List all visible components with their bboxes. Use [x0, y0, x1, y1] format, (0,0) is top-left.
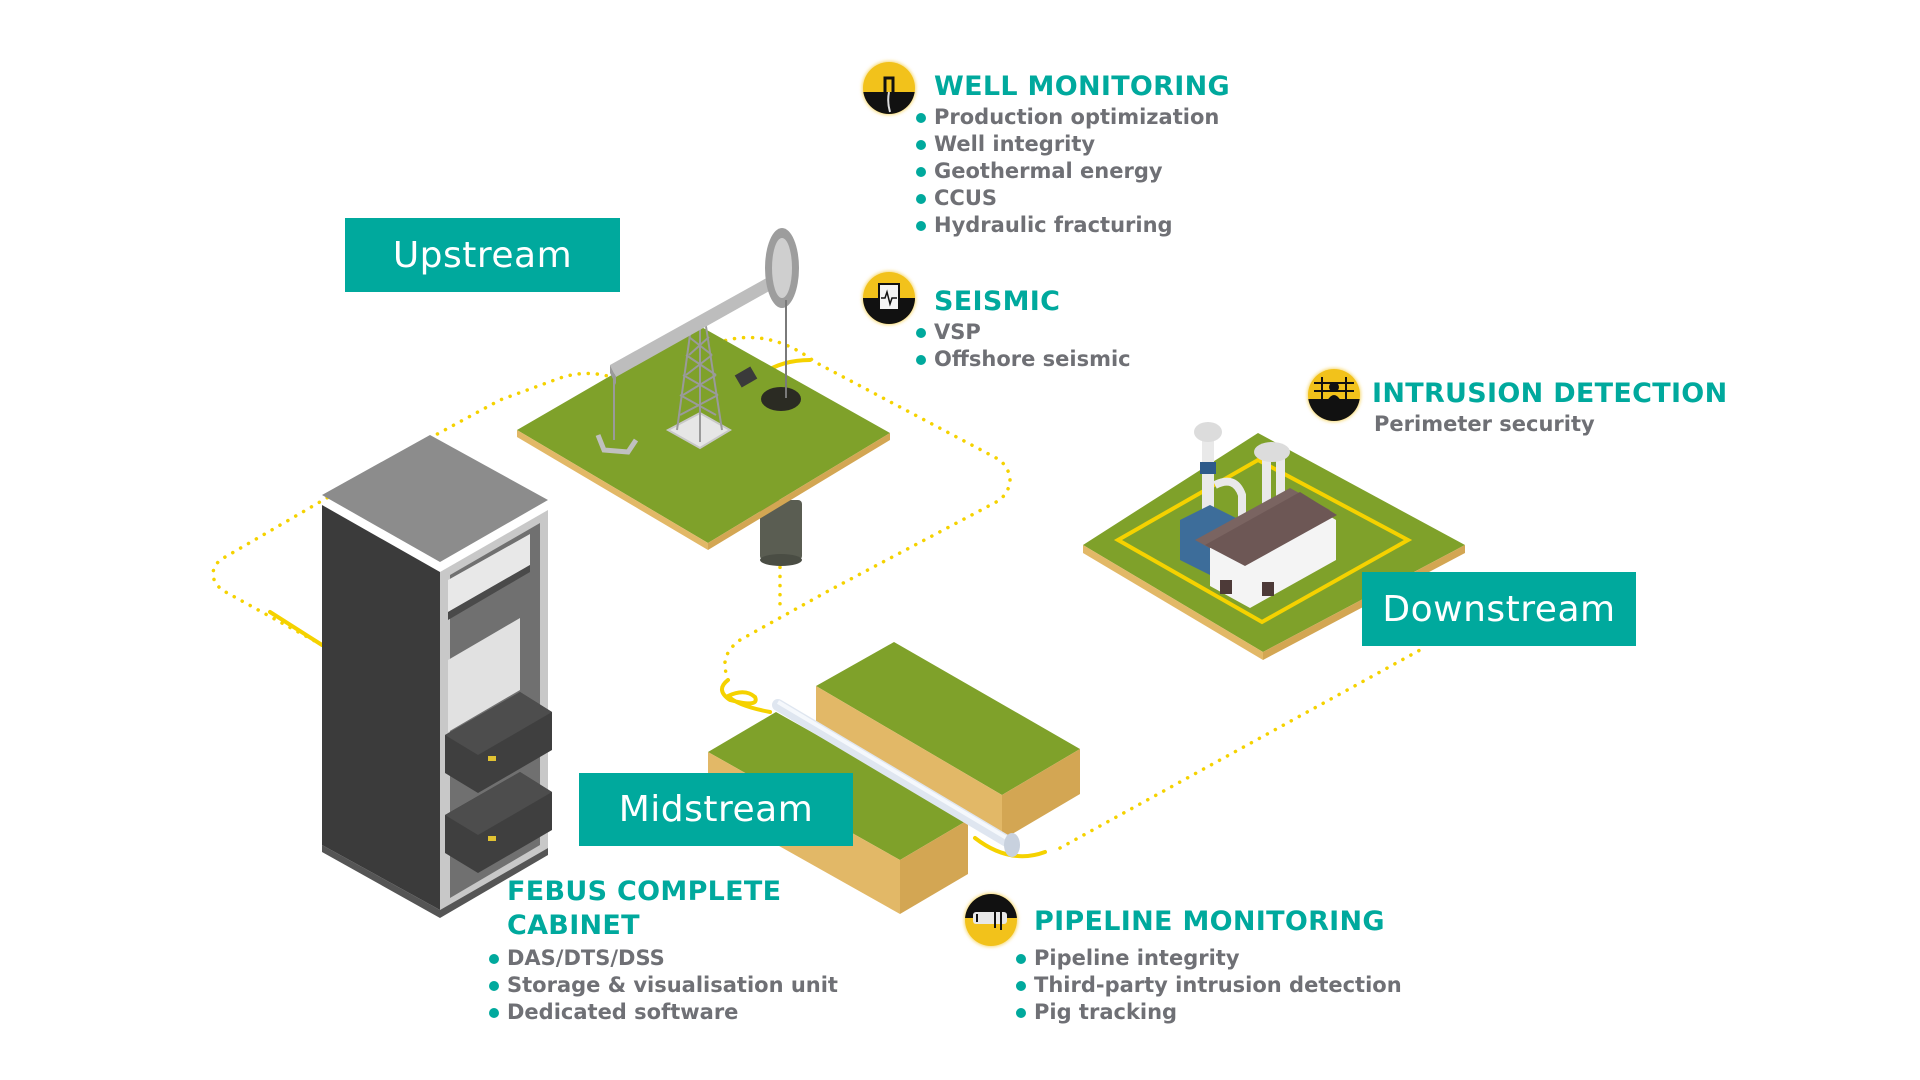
list-item: Storage & visualisation unit — [489, 972, 838, 999]
list-item-text: Pipeline integrity — [1034, 946, 1240, 970]
bullet-dot — [916, 328, 926, 338]
pipeline-monitoring-block: PIPELINE MONITORING Pipeline integrity T… — [1016, 905, 1402, 1026]
bullet-dot — [489, 981, 499, 991]
stage-label-midstream: Midstream — [579, 773, 853, 846]
list-item: Well integrity — [916, 131, 1230, 158]
list-item: Offshore seismic — [916, 346, 1131, 373]
bullet-dot — [1016, 981, 1026, 991]
intrusion-detection-block: INTRUSION DETECTION Perimeter security — [1372, 377, 1727, 438]
bullet-dot — [916, 194, 926, 204]
bullet-dot — [916, 221, 926, 231]
list-item-text: Production optimization — [934, 105, 1220, 129]
bullet-dot — [489, 954, 499, 964]
upstream-platform — [517, 228, 890, 566]
bullet-dot — [916, 355, 926, 365]
bullet-dot — [489, 1008, 499, 1018]
febus-cabinet-title-line1: FEBUS COMPLETE — [507, 876, 782, 907]
bullet-dot — [916, 167, 926, 177]
well-icon — [863, 62, 915, 114]
pipeline-monitoring-title: PIPELINE MONITORING — [1034, 906, 1385, 937]
bullet-dot — [916, 140, 926, 150]
list-item-text: Offshore seismic — [934, 347, 1131, 371]
fiber-path-to-downstream — [1058, 648, 1422, 850]
intrusion-detection-subtitle: Perimeter security — [1374, 412, 1595, 436]
bullet-dot — [1016, 1008, 1026, 1018]
list-item: DAS/DTS/DSS — [489, 945, 838, 972]
list-item: Third-party intrusion detection — [1016, 972, 1402, 999]
list-item-text: DAS/DTS/DSS — [507, 946, 665, 970]
list-item: Hydraulic fracturing — [916, 212, 1230, 239]
list-item: Production optimization — [916, 104, 1230, 131]
intrusion-icon — [1308, 369, 1360, 421]
seismic-list: VSP Offshore seismic — [916, 319, 1131, 373]
list-item-text: Geothermal energy — [934, 159, 1163, 183]
febus-cabinet-block: FEBUS COMPLETE CABINET DAS/DTS/DSS Stora… — [489, 875, 838, 1026]
list-item: VSP — [916, 319, 1131, 346]
list-item-text: CCUS — [934, 186, 997, 210]
list-item: Pipeline integrity — [1016, 945, 1402, 972]
febus-cabinet-list: DAS/DTS/DSS Storage & visualisation unit… — [489, 945, 838, 1026]
febus-cabinet — [322, 435, 552, 918]
list-item-text: Dedicated software — [507, 1000, 739, 1024]
list-item-text: VSP — [934, 320, 981, 344]
stage-label-downstream: Downstream — [1362, 572, 1636, 646]
well-monitoring-block: WELL MONITORING Production optimization … — [916, 70, 1230, 239]
list-item: Pig tracking — [1016, 999, 1402, 1026]
bullet-dot — [916, 113, 926, 123]
list-item-text: Well integrity — [934, 132, 1096, 156]
list-item-text: Pig tracking — [1034, 1000, 1178, 1024]
list-item: CCUS — [916, 185, 1230, 212]
pipeline-icon — [965, 894, 1017, 946]
pipeline-monitoring-list: Pipeline integrity Third-party intrusion… — [1016, 945, 1402, 1026]
well-monitoring-list: Production optimization Well integrity G… — [916, 104, 1230, 239]
fiber-path-upstream-right — [698, 335, 1012, 680]
seismic-icon — [863, 272, 915, 324]
list-item: Geothermal energy — [916, 158, 1230, 185]
seismic-block: SEISMIC VSP Offshore seismic — [916, 285, 1131, 373]
list-item-text: Hydraulic fracturing — [934, 213, 1173, 237]
list-item-text: Third-party intrusion detection — [1034, 973, 1402, 997]
bullet-dot — [1016, 954, 1026, 964]
stage-label-upstream: Upstream — [345, 218, 620, 292]
fiber-solid-segment-left — [268, 610, 324, 647]
intrusion-detection-title: INTRUSION DETECTION — [1372, 378, 1728, 409]
list-item-text: Storage & visualisation unit — [507, 973, 838, 997]
derrick — [665, 319, 732, 450]
list-item: Dedicated software — [489, 999, 838, 1026]
fiber-coil-midstream — [720, 678, 772, 714]
febus-cabinet-title-line2: CABINET — [507, 910, 640, 941]
well-monitoring-title: WELL MONITORING — [934, 71, 1230, 102]
seismic-title: SEISMIC — [934, 286, 1061, 317]
